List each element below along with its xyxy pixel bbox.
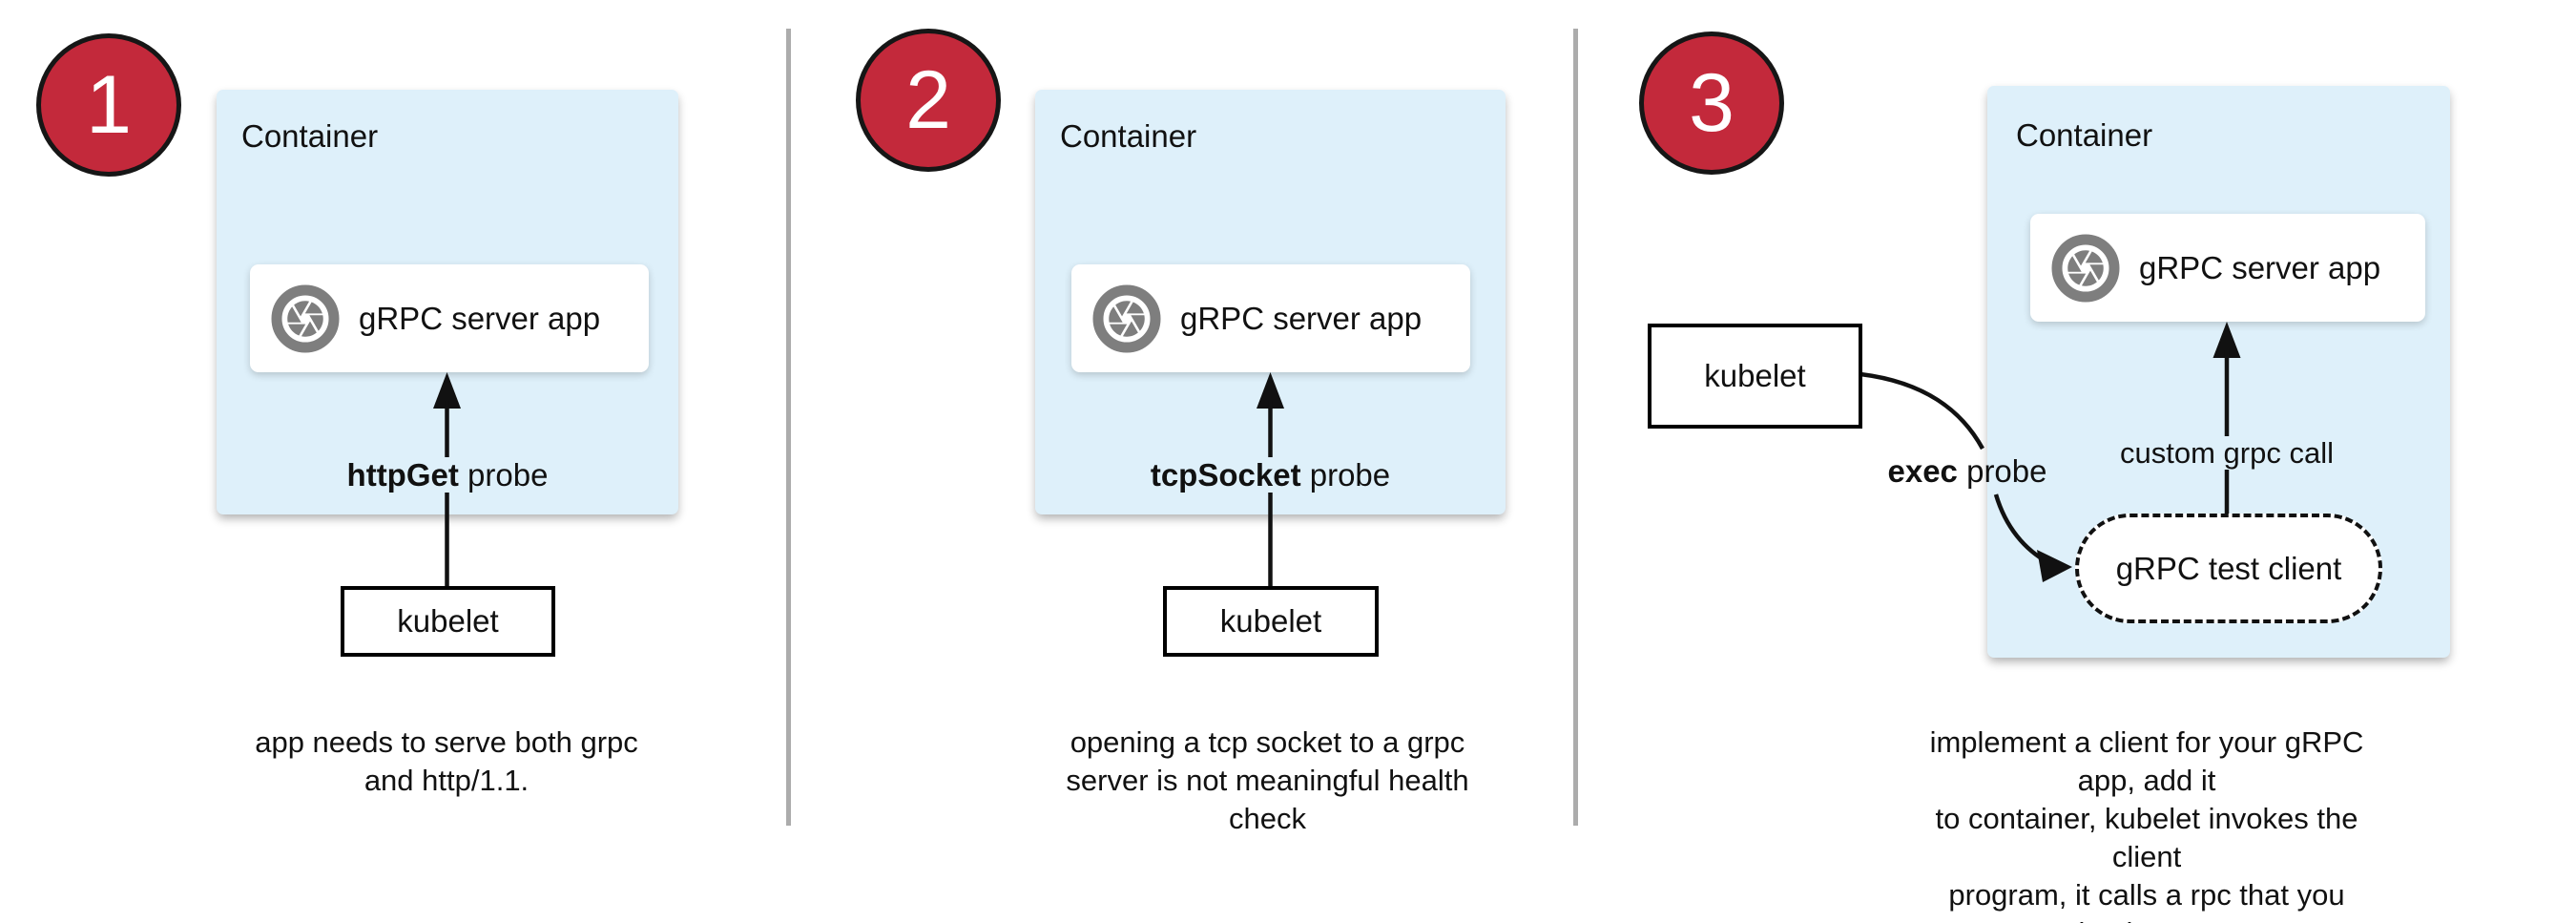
probe-word: probe [1957,453,2047,489]
caption-line: server is not meaningful health [1066,764,1469,797]
aperture-icon [271,284,340,352]
kubelet-label: kubelet [1219,603,1322,639]
probe-word: probe [1300,457,1391,493]
probe-type: exec [1887,453,1958,489]
arrowhead-up-1 [433,372,461,409]
container-label-3: Container [2016,117,2153,153]
custom-grpc-call-label: custom grpc call [2036,434,2418,472]
caption-line: app needs to serve both grpc [255,725,638,759]
kubelet-box-1: kubelet [341,586,555,657]
arrowhead-up-3 [2212,322,2241,358]
kubelet-box-3: kubelet [1648,324,1862,429]
grpc-server-app-label: gRPC server app [1180,300,1423,336]
grpc-test-client-box: gRPC test client [2075,514,2382,623]
caption-line: implement a client for your gRPC app, ad… [1929,725,2364,797]
kubelet-label: kubelet [1704,358,1806,393]
arrowhead-up-2 [1257,372,1284,409]
grpc-test-client-label: gRPC test client [2115,550,2342,586]
caption-line: and http/1.1. [364,764,530,797]
exec-curve-upper [1859,371,1984,451]
probe-label-1: httpGet probe [217,456,678,494]
aperture-icon [1092,284,1161,352]
kubelet-label: kubelet [397,603,499,639]
grpc-server-app-box-2: gRPC server app [1071,264,1470,372]
exec-probe-label: exec probe [1776,452,2158,491]
caption-2: opening a tcp socket to a grpc server is… [1032,724,1503,838]
step-number: 3 [1689,56,1735,149]
caption-1: app needs to serve both grpc and http/1.… [216,724,677,800]
step-badge-1: 1 [36,33,181,177]
grpc-server-app-box-3: gRPC server app [2030,214,2425,322]
probe-type: httpGet [346,457,459,493]
probe-label-2: tcpSocket probe [1035,456,1506,494]
grpc-server-app-label: gRPC server app [2139,249,2381,285]
panel-divider-1 [786,29,791,826]
caption-3: implement a client for your gRPC app, ad… [1908,724,2385,923]
probe-type: tcpSocket [1150,457,1301,493]
step-number: 1 [86,58,132,151]
probe-word: probe [458,457,549,493]
grpc-server-app-box-1: gRPC server app [250,264,649,372]
grpc-server-app-label: gRPC server app [359,300,601,336]
caption-line: to container, kubelet invokes the client [1935,802,2358,873]
container-label-1: Container [241,118,379,154]
caption-line: opening a tcp socket to a grpc [1070,725,1465,759]
kubelet-box-2: kubelet [1163,586,1379,657]
aperture-icon [2051,234,2120,302]
arrowhead-right-3 [2037,550,2072,582]
step-badge-2: 2 [856,29,1001,172]
step-badge-3: 3 [1639,31,1784,175]
caption-line: check [1229,802,1306,835]
caption-line: program, it calls a rpc that you impleme… [1948,878,2345,923]
container-label-2: Container [1060,118,1197,154]
step-number: 2 [905,53,951,146]
panel-divider-2 [1573,29,1578,826]
